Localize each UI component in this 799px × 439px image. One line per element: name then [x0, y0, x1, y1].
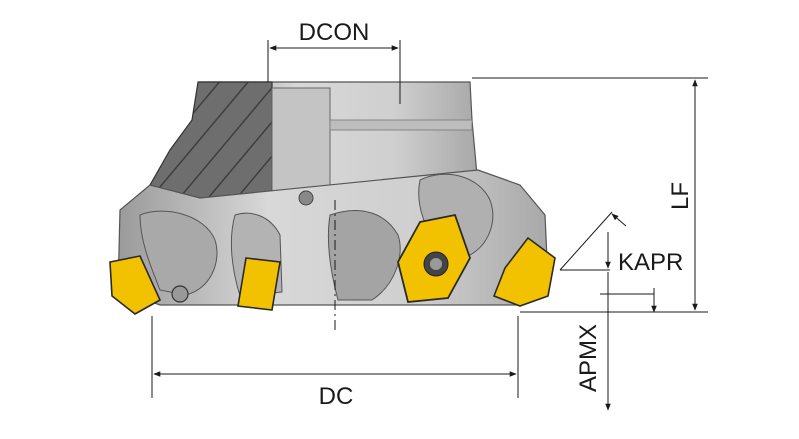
screw-head	[171, 285, 189, 303]
insert-right	[492, 236, 556, 307]
cutter-body	[117, 81, 549, 306]
keyway-slot	[271, 87, 331, 201]
insert-left	[109, 255, 162, 315]
kapr-label: KAPR	[618, 249, 683, 276]
insert-screw	[423, 251, 449, 277]
dimension-lines	[151, 40, 708, 411]
chip-pocket-3	[327, 210, 401, 301]
chip-pocket-1	[139, 210, 218, 296]
coolant-hole	[298, 190, 314, 206]
apmx-label: APMX	[575, 324, 602, 392]
lf-label: LF	[667, 182, 694, 210]
dcon-label: DCON	[299, 19, 370, 46]
cutting-inserts	[109, 213, 556, 315]
dc-label: DC	[319, 383, 354, 410]
insert-center-left	[237, 257, 281, 311]
